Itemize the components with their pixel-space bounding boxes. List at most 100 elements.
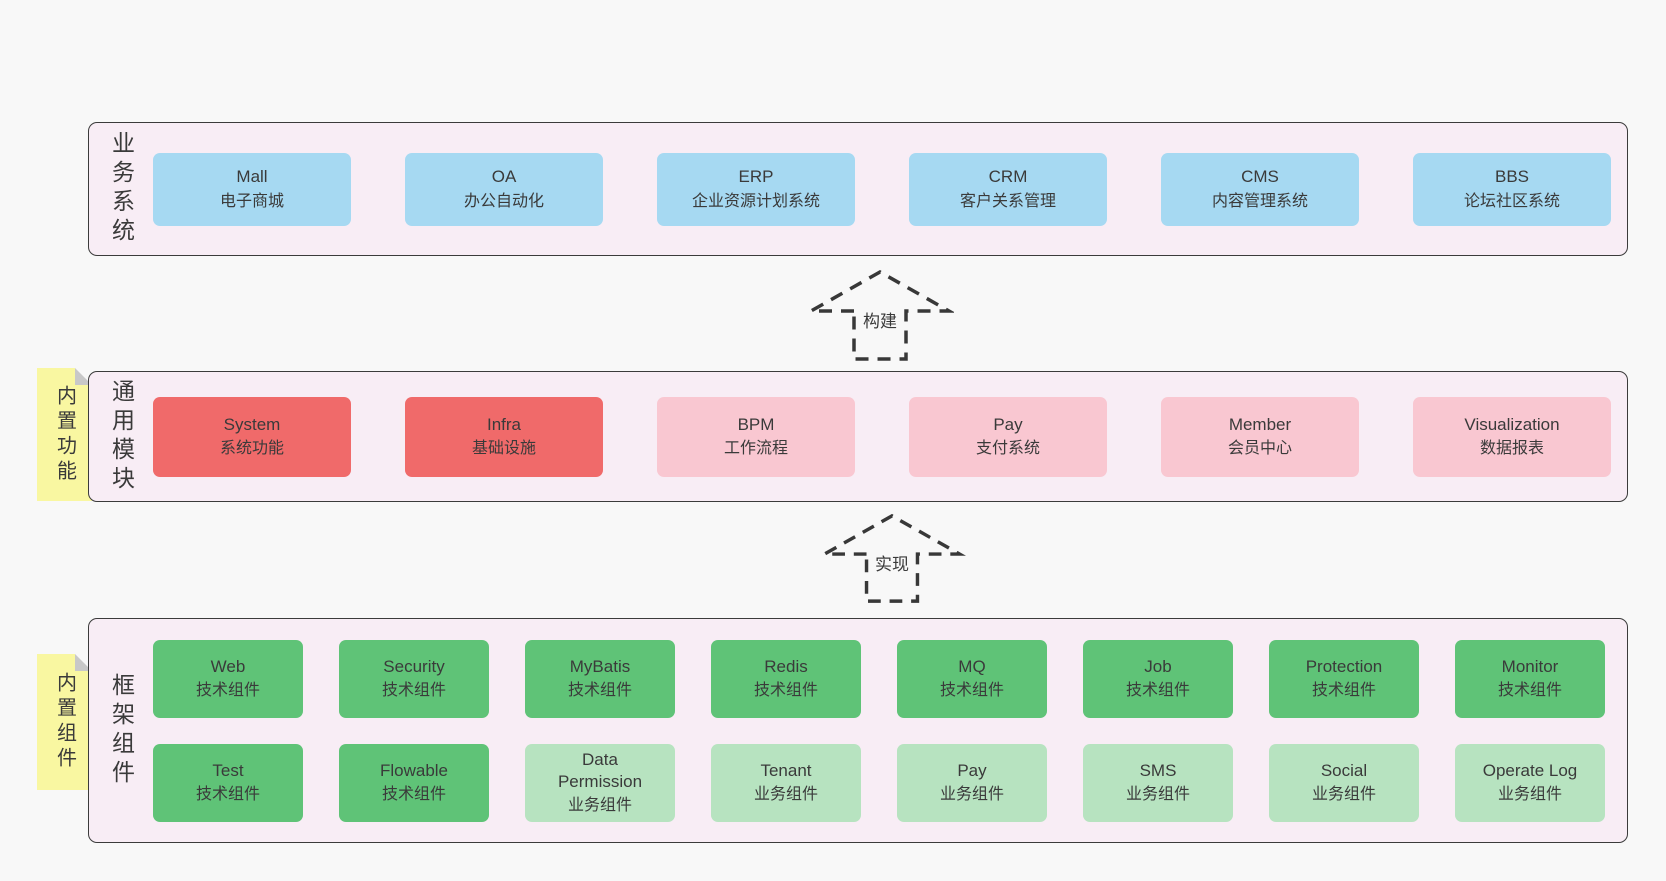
box-subtitle: 技术组件: [567, 682, 632, 700]
box-title: SMS: [1139, 760, 1177, 780]
box-subtitle: 论坛社区系统: [1463, 192, 1560, 210]
arrow-label: 实现: [874, 550, 910, 576]
box-title: Member: [1228, 414, 1292, 434]
box-mybatis: MyBatis 技术组件: [525, 639, 675, 718]
box-subtitle: 技术组件: [939, 682, 1004, 700]
box-subtitle: 业务组件: [567, 796, 632, 814]
box-data-permission: Data Permission 业务组件: [525, 743, 675, 822]
box-subtitle: 电子商城: [219, 192, 284, 210]
box-title: Visualization: [1464, 414, 1560, 434]
box-title: BBS: [1494, 167, 1530, 187]
box-subtitle: 会员中心: [1227, 440, 1292, 458]
box-cms: CMS 内容管理系统: [1161, 152, 1359, 226]
box-redis: Redis 技术组件: [711, 639, 861, 718]
box-title: Data Permission: [557, 750, 643, 791]
box-subtitle: 业务组件: [939, 786, 1004, 804]
box-infra: Infra 基础设施: [405, 396, 603, 477]
box-sms: SMS 业务组件: [1083, 743, 1233, 822]
box-subtitle: 业务组件: [1125, 786, 1190, 804]
box-social: Social 业务组件: [1269, 743, 1419, 822]
layer-title-container: 框架组件: [89, 619, 153, 842]
box-title: BPM: [737, 414, 775, 434]
box-subtitle: 企业资源计划系统: [691, 192, 820, 210]
arrow-label: 构建: [862, 307, 898, 333]
box-subtitle: 技术组件: [1497, 682, 1562, 700]
box-pay: Pay 支付系统: [909, 396, 1107, 477]
layer-title: 框架组件: [108, 672, 135, 789]
layer-framework-components: 框架组件 Web 技术组件 Security 技术组件 MyBatis 技术组件…: [88, 618, 1628, 843]
box-title: Tenant: [760, 760, 812, 780]
box-subtitle: 基础设施: [471, 440, 536, 458]
business-systems-row: Mall 电子商城 OA 办公自动化 ERP 企业资源计划系统 CRM 客户关系…: [153, 123, 1627, 255]
layer-business-systems: 业务系统 Mall 电子商城 OA 办公自动化 ERP 企业资源计划系统 CRM…: [88, 122, 1628, 256]
box-title: Monitor: [1501, 656, 1559, 676]
box-title: Protection: [1305, 656, 1383, 676]
arrow-build: 构建: [806, 266, 954, 364]
box-protection: Protection 技术组件: [1269, 639, 1419, 718]
box-subtitle: 客户关系管理: [959, 192, 1056, 210]
box-erp: ERP 企业资源计划系统: [657, 152, 855, 226]
box-subtitle: 技术组件: [195, 682, 260, 700]
box-subtitle: 数据报表: [1479, 440, 1544, 458]
box-title: Job: [1144, 656, 1172, 676]
box-title: Test: [212, 760, 244, 780]
box-mq: MQ 技术组件: [897, 639, 1047, 718]
layer-title: 通用模块: [108, 378, 135, 495]
box-visualization: Visualization 数据报表: [1413, 396, 1611, 477]
box-subtitle: 工作流程: [723, 440, 788, 458]
box-monitor: Monitor 技术组件: [1455, 639, 1605, 718]
box-pay-business: Pay 业务组件: [897, 743, 1047, 822]
box-operate-log: Operate Log 业务组件: [1455, 743, 1605, 822]
box-subtitle: 技术组件: [195, 786, 260, 804]
box-subtitle: 技术组件: [381, 682, 446, 700]
box-bpm: BPM 工作流程: [657, 396, 855, 477]
box-title: Flowable: [379, 760, 449, 780]
box-title: Operate Log: [1482, 760, 1578, 780]
box-tenant: Tenant 业务组件: [711, 743, 861, 822]
box-subtitle: 技术组件: [1311, 682, 1376, 700]
box-title: Pay: [993, 414, 1023, 434]
sticky-note-label: 内置功能: [53, 384, 76, 485]
box-subtitle: 支付系统: [975, 440, 1040, 458]
box-title: MyBatis: [569, 656, 631, 676]
box-subtitle: 业务组件: [1497, 786, 1562, 804]
sticky-note-built-in-components: 内置组件: [37, 654, 92, 790]
layer-title-container: 业务系统: [89, 123, 153, 255]
box-test: Test 技术组件: [153, 743, 303, 822]
sticky-note-built-in-functions: 内置功能: [37, 368, 92, 501]
box-system: System 系统功能: [153, 396, 351, 477]
box-title: ERP: [738, 167, 774, 187]
box-title: System: [223, 414, 281, 434]
box-subtitle: 内容管理系统: [1211, 192, 1308, 210]
up-block-arrow-icon: [806, 269, 954, 361]
box-web: Web 技术组件: [153, 639, 303, 718]
box-crm: CRM 客户关系管理: [909, 152, 1107, 226]
box-title: CRM: [988, 167, 1028, 187]
box-security: Security 技术组件: [339, 639, 489, 718]
common-modules-row: System 系统功能 Infra 基础设施 BPM 工作流程 Pay 支付系统…: [153, 372, 1627, 501]
framework-components-grid: Web 技术组件 Security 技术组件 MyBatis 技术组件 Redi…: [153, 619, 1627, 842]
box-job: Job 技术组件: [1083, 639, 1233, 718]
box-member: Member 会员中心: [1161, 396, 1359, 477]
box-title: Web: [210, 656, 246, 676]
box-title: Redis: [764, 656, 808, 676]
box-subtitle: 办公自动化: [463, 192, 544, 210]
box-title: Social: [1320, 760, 1368, 780]
box-title: Security: [383, 656, 445, 676]
box-subtitle: 技术组件: [753, 682, 818, 700]
box-mall: Mall 电子商城: [153, 152, 351, 226]
box-bbs: BBS 论坛社区系统: [1413, 152, 1611, 226]
box-title: Mall: [236, 167, 268, 187]
layer-title-container: 通用模块: [89, 372, 153, 501]
box-title: MQ: [958, 656, 986, 676]
box-subtitle: 系统功能: [219, 440, 284, 458]
box-title: Infra: [486, 414, 522, 434]
box-subtitle: 技术组件: [1125, 682, 1190, 700]
up-block-arrow-icon: [818, 513, 966, 603]
sticky-note-label: 内置组件: [53, 672, 76, 772]
box-flowable: Flowable 技术组件: [339, 743, 489, 822]
box-title: CMS: [1241, 167, 1279, 187]
layer-title: 业务系统: [108, 131, 135, 247]
box-subtitle: 业务组件: [753, 786, 818, 804]
